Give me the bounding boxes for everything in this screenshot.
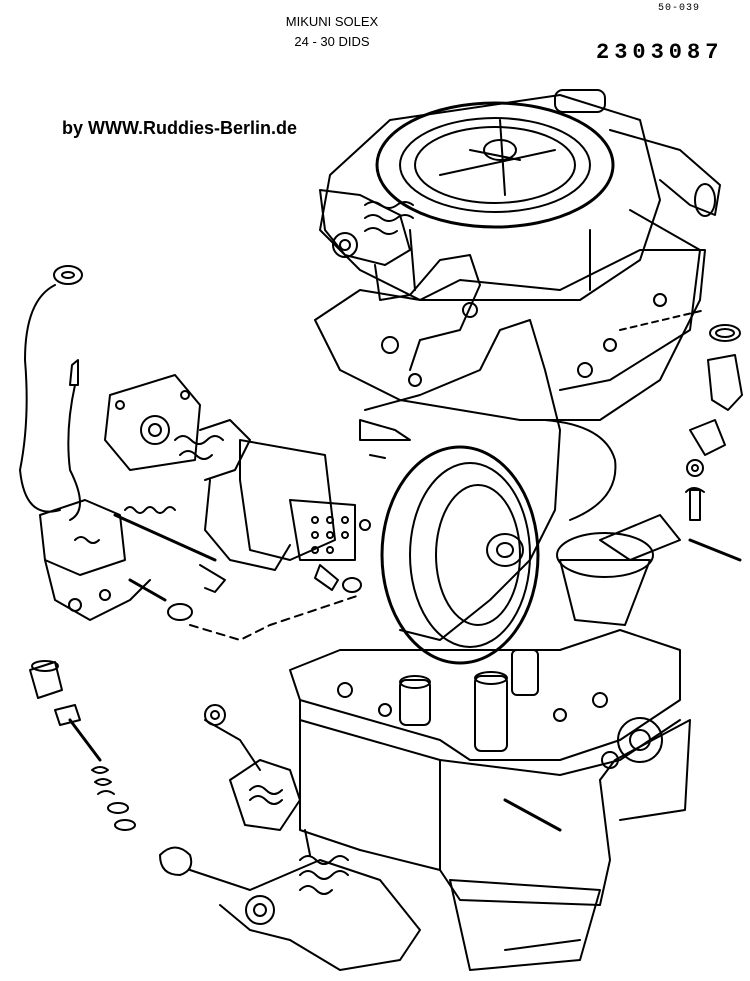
needle-valve-parts <box>620 310 742 520</box>
choke-linkage <box>320 190 480 370</box>
part-number: 2303087 <box>596 40 724 65</box>
carburetor-main-body <box>290 630 690 970</box>
reference-code: 50-039 <box>658 3 701 14</box>
air-horn-cover <box>320 90 720 390</box>
accelerator-pump-housing <box>360 320 615 663</box>
title-line-2: 24 - 30 DIDS <box>294 34 370 49</box>
credit-text: by WWW.Ruddies-Berlin.de <box>62 118 298 138</box>
title-line-1: MIKUNI SOLEX <box>285 14 379 29</box>
cutoff-solenoid <box>20 266 165 620</box>
pump-rod-and-jets <box>115 507 361 640</box>
float <box>557 515 740 625</box>
pump-cover-assembly <box>105 375 370 570</box>
throttle-linkage <box>160 705 420 970</box>
idle-mixture-screw <box>30 661 135 830</box>
cover-gasket <box>315 250 705 420</box>
